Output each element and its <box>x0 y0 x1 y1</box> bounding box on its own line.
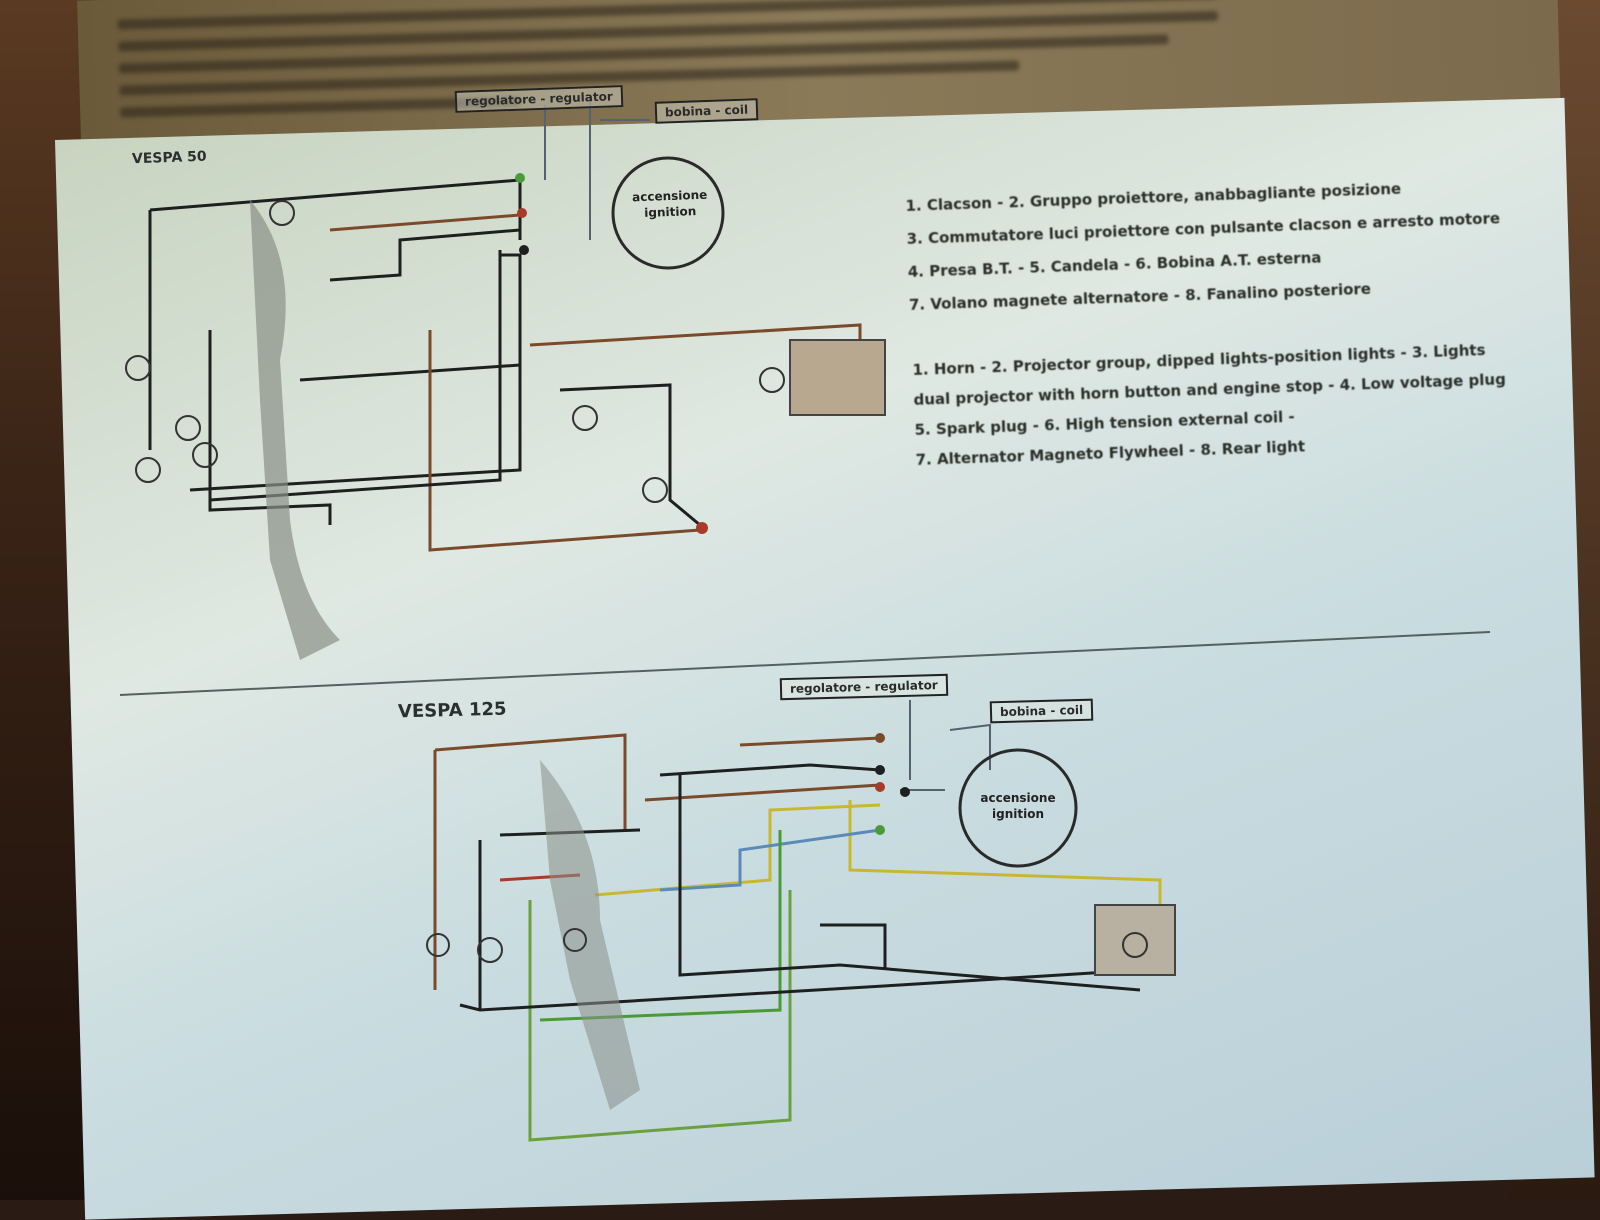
top-coil-label: bobina - coil <box>654 98 759 124</box>
ignition-circle-bottom <box>958 748 1078 868</box>
top-diagram-title: VESPA 50 <box>131 148 207 168</box>
handlebar-illustration-bottom <box>540 760 640 1110</box>
legend-english: 1. Horn - 2. Projector group, dipped lig… <box>912 334 1508 475</box>
handlebar-illustration-top <box>250 200 340 660</box>
top-ignition-label: accensione ignition <box>624 186 715 221</box>
bottom-diagram-title: VESPA 125 <box>397 698 507 723</box>
rear-light-top <box>789 339 886 416</box>
ignition-label-it: accensione <box>980 791 1056 805</box>
bottom-regulator-label: regolatore - regulator <box>779 673 949 701</box>
section-divider <box>119 631 1491 696</box>
component-circles-bottom <box>426 928 1148 963</box>
ignition-label-en: ignition <box>644 204 697 220</box>
legend-italian: 1. Clacson - 2. Gruppo proiettore, anabb… <box>905 169 1503 322</box>
bottom-coil-label: bobina - coil <box>989 698 1094 724</box>
component-circles-top <box>125 200 785 503</box>
rear-light-bottom <box>1094 904 1176 976</box>
ignition-circle-top <box>611 156 725 270</box>
ignition-label-en: ignition <box>992 807 1044 821</box>
bottom-wiring <box>433 700 1162 1142</box>
bottom-ignition-label: accensione ignition <box>973 790 1063 822</box>
ignition-label-it: accensione <box>631 187 708 205</box>
